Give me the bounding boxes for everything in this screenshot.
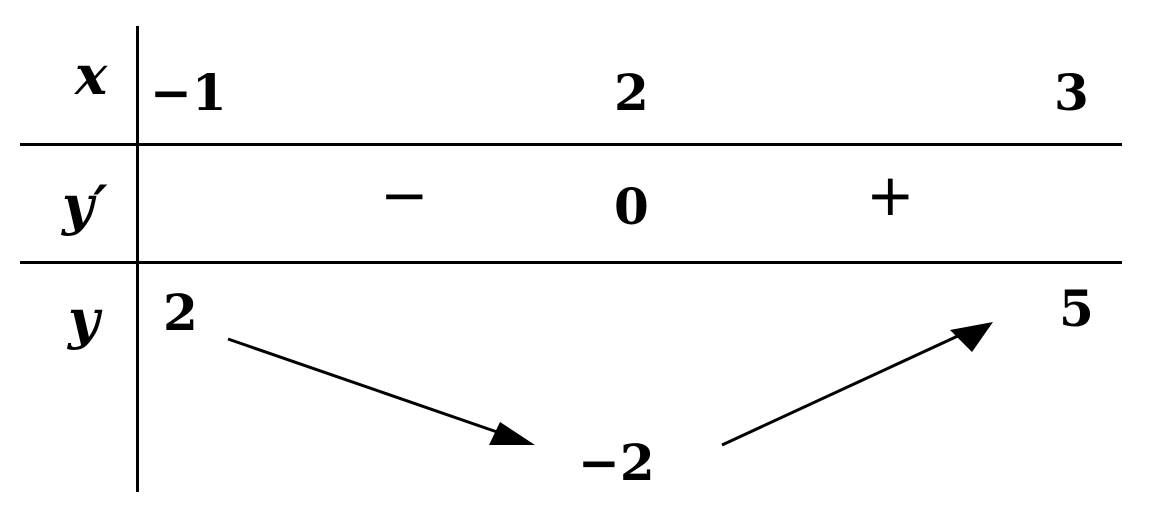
derivative-sign-positive: +: [866, 161, 915, 229]
vertical-divider: [136, 26, 139, 492]
decreasing-arrow: [227, 337, 535, 445]
row-divider-top: [20, 143, 1122, 146]
row-label-y: y: [68, 287, 100, 351]
x-value-critical: 2: [614, 63, 649, 122]
increasing-arrow: [721, 322, 993, 447]
row-divider-bottom: [20, 261, 1122, 264]
row-label-y-prime: y′: [62, 173, 108, 237]
x-value-left: −1: [150, 63, 227, 122]
derivative-sign-negative: −: [380, 161, 429, 229]
y-value-left: 2: [163, 283, 198, 342]
derivative-zero: 0: [614, 177, 649, 236]
row-label-x: x: [75, 43, 108, 107]
y-value-minimum: −2: [578, 433, 655, 492]
x-value-right: 3: [1054, 63, 1089, 122]
y-value-right: 5: [1059, 279, 1094, 338]
